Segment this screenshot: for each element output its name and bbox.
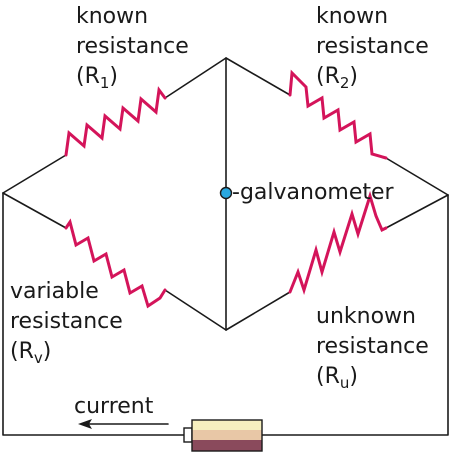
label-ru-line2: resistance — [316, 334, 429, 359]
battery — [183, 419, 263, 452]
battery-band-top — [192, 420, 262, 430]
battery-terminal — [183, 427, 193, 443]
label-rv-line1: variable — [10, 279, 99, 304]
battery-outline — [191, 419, 263, 452]
label-rv-symbol: (Rv) — [10, 339, 52, 367]
label-ru-line1: unknown — [316, 304, 416, 329]
label-rv-line2: resistance — [10, 309, 123, 334]
galvanometer-node — [219, 186, 233, 200]
label-r1-symbol: (R1) — [76, 64, 119, 92]
battery-band-bottom — [192, 440, 262, 451]
label-r1-line2: resistance — [76, 34, 189, 59]
resistor-r2 — [288, 69, 388, 160]
label-r2-line1: known — [316, 4, 389, 29]
label-galvanometer: -galvanometer — [232, 180, 394, 205]
resistor-rv — [64, 218, 167, 309]
current-arrow-head — [78, 419, 92, 429]
label-current: current — [74, 394, 154, 419]
wire-left-to-bottom — [2, 192, 227, 331]
label-r2-line2: resistance — [316, 34, 429, 59]
wire-supply-left — [2, 192, 185, 436]
wire-left-to-top — [2, 57, 227, 194]
battery-band-mid — [192, 430, 262, 440]
label-r1: known resistance (R1) — [76, 2, 189, 92]
wire-top-to-right — [225, 57, 449, 196]
label-rv: variable resistance (Rv) — [10, 277, 123, 367]
label-ru-symbol: (Ru) — [316, 364, 358, 392]
label-r2-symbol: (R2) — [316, 64, 359, 92]
wire-bottom-to-right — [225, 194, 449, 331]
label-r2: known resistance (R2) — [316, 2, 429, 92]
wire-supply-right — [261, 194, 449, 436]
resistor-r1 — [64, 86, 167, 157]
label-ru: unknown resistance (Ru) — [316, 302, 429, 392]
resistor-ru — [288, 190, 388, 295]
label-r1-line1: known — [76, 4, 149, 29]
